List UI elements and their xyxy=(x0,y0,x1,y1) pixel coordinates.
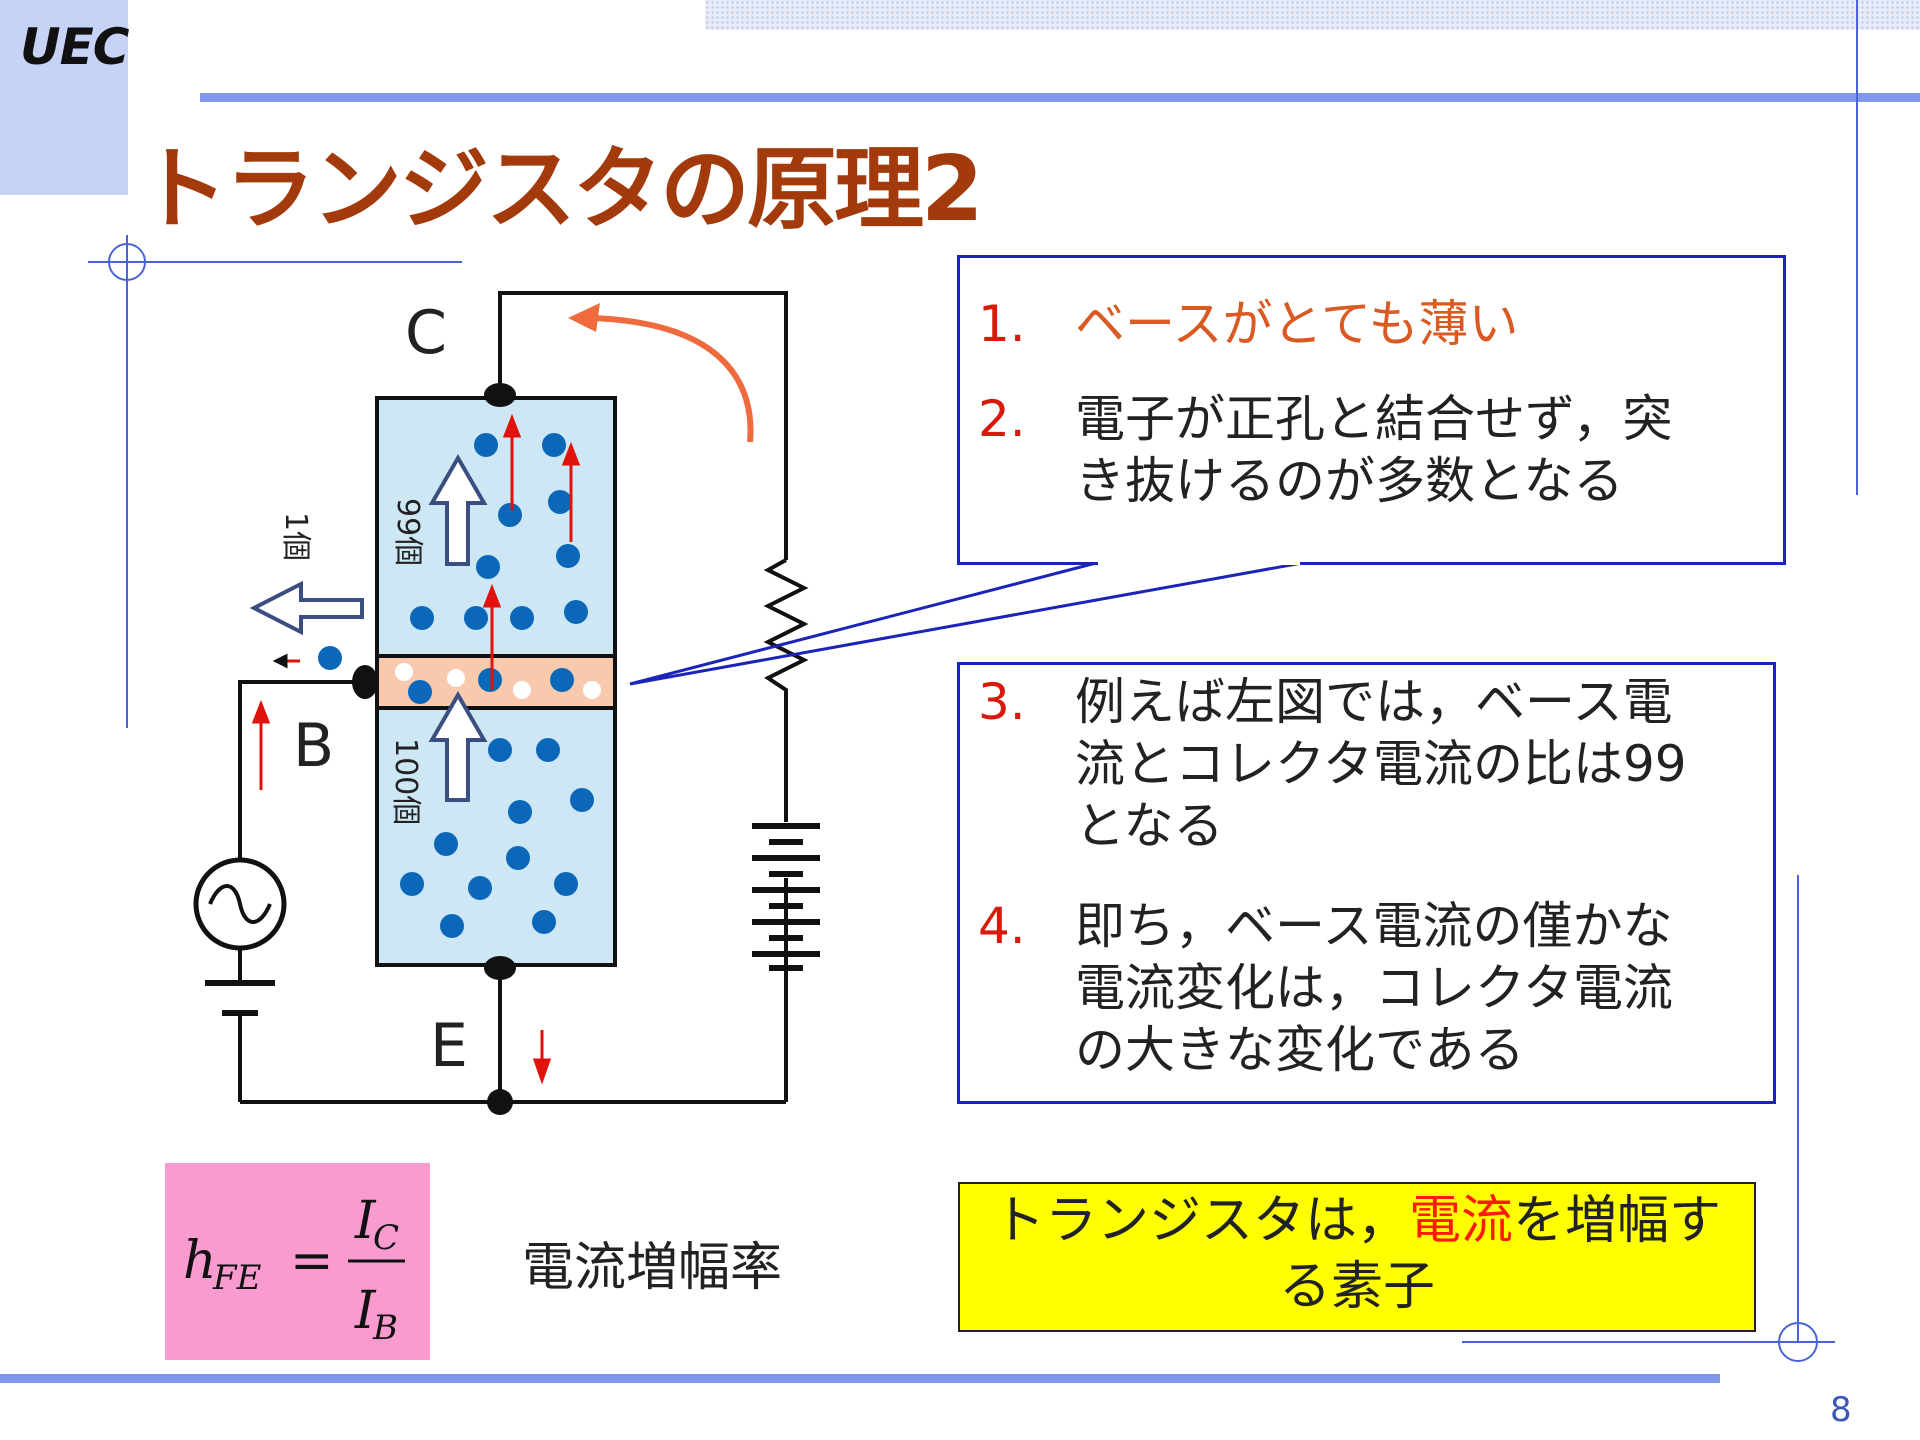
callout-box-1 xyxy=(957,255,1786,565)
summary-part-1: トランジスタは， xyxy=(992,1191,1409,1251)
svg-text:h: h xyxy=(183,1231,217,1291)
item-text-line-2: 流とコレクタ電流の比は99 xyxy=(1075,735,1687,793)
summary-box xyxy=(958,1182,1756,1332)
item-number: 4. xyxy=(978,897,1026,955)
label-collector: C xyxy=(405,298,447,368)
svg-text:B: B xyxy=(372,1308,398,1348)
page-title: トランジスタの原理2 xyxy=(138,137,984,242)
item-text-line-1: 即ち，ベース電流の僅かな xyxy=(1075,897,1673,955)
top-pattern xyxy=(705,0,1920,30)
item-text-line-1: 例えば左図では，ベース電 xyxy=(1075,673,1673,731)
item-text-line-2: き抜けるのが多数となる xyxy=(1075,452,1624,510)
item-number: 1. xyxy=(978,295,1026,353)
terminal-dots xyxy=(352,383,516,1115)
red-arrows xyxy=(251,413,581,1085)
svg-text:I: I xyxy=(354,1281,377,1341)
holes xyxy=(395,663,601,699)
count-1: 1個 xyxy=(278,512,313,561)
formula-hfe: h FE = I C I B xyxy=(183,1191,405,1348)
count-99: 99個 xyxy=(390,498,425,566)
bottom-rule xyxy=(0,1374,1720,1383)
svg-text:I: I xyxy=(354,1191,377,1251)
summary-highlight: 電流 xyxy=(1408,1191,1513,1251)
logo-box xyxy=(0,0,128,195)
title-rule xyxy=(200,93,1920,102)
summary-text: トランジスタは，電流を増幅す る素子 xyxy=(958,1188,1756,1320)
svg-text:C: C xyxy=(373,1218,399,1258)
count-100: 100個 xyxy=(388,738,423,825)
svg-text:FE: FE xyxy=(212,1258,262,1298)
electrons xyxy=(318,433,594,938)
callout-box-2 xyxy=(957,662,1776,1104)
list-item-4: 4. 即ち，ベース電流の僅かな 電流変化は，コレクタ電流 の大きな変化である xyxy=(978,895,1758,1081)
label-base: B xyxy=(293,711,334,781)
svg-text:=: = xyxy=(290,1231,334,1291)
item-text-line-3: となる xyxy=(1075,797,1224,855)
item-text-line-1: 電子が正孔と結合せず，突 xyxy=(1075,390,1673,448)
flow-arrow xyxy=(568,303,754,443)
ac-source-icon xyxy=(193,857,287,951)
item-text: ベースがとても薄い xyxy=(1075,295,1519,353)
formula-label: 電流増幅率 xyxy=(522,1238,783,1298)
battery xyxy=(752,823,820,1102)
base-battery xyxy=(205,980,275,1016)
summary-part-2: を増幅す xyxy=(1513,1191,1722,1251)
summary-line-2: る素子 xyxy=(1278,1257,1435,1317)
logo: UEC xyxy=(20,18,129,76)
item-text-line-3: の大きな変化である xyxy=(1075,1021,1525,1079)
hollow-arrows xyxy=(249,454,488,802)
list-item-3: 3. 例えば左図では，ベース電 流とコレクタ電流の比は99 となる xyxy=(978,671,1758,857)
item-text-line-2: 電流変化は，コレクタ電流 xyxy=(1075,959,1673,1017)
list-item-2: 2. 電子が正孔と結合せず，突 き抜けるのが多数となる xyxy=(978,388,1738,512)
page-number: 8 xyxy=(1830,1390,1852,1430)
item-number: 2. xyxy=(978,390,1026,448)
label-emitter: E xyxy=(430,1011,468,1081)
item-number: 3. xyxy=(978,673,1026,731)
